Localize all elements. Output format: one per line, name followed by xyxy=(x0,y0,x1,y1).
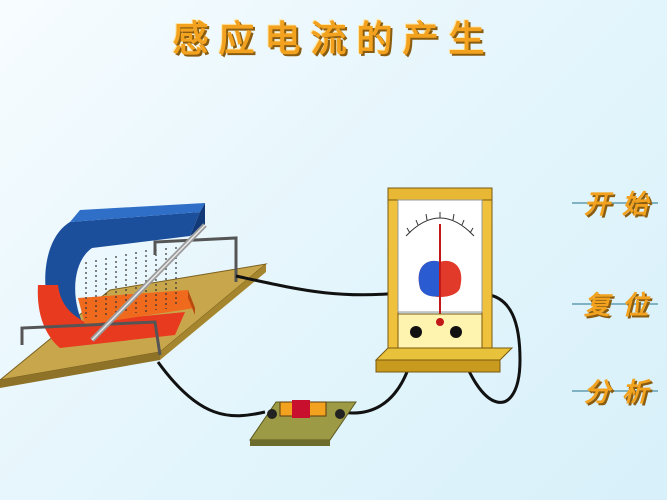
start-button-underline xyxy=(572,202,658,204)
reset-button-underline xyxy=(572,303,658,305)
analyze-button[interactable]: 分析 xyxy=(572,370,664,410)
page-title: 感应电流的产生 xyxy=(172,19,495,60)
circuit-wires xyxy=(156,274,522,418)
metal-rails xyxy=(20,236,238,356)
start-button[interactable]: 开始 xyxy=(572,182,664,222)
galvanometer xyxy=(374,187,514,373)
reset-button[interactable]: 复位 xyxy=(572,283,664,323)
analyze-button-underline xyxy=(572,390,658,392)
switch-board xyxy=(249,400,357,446)
reset-button-label: 复位 xyxy=(584,291,661,321)
start-button-label: 开始 xyxy=(584,190,661,220)
analyze-button-label: 分析 xyxy=(584,378,661,408)
